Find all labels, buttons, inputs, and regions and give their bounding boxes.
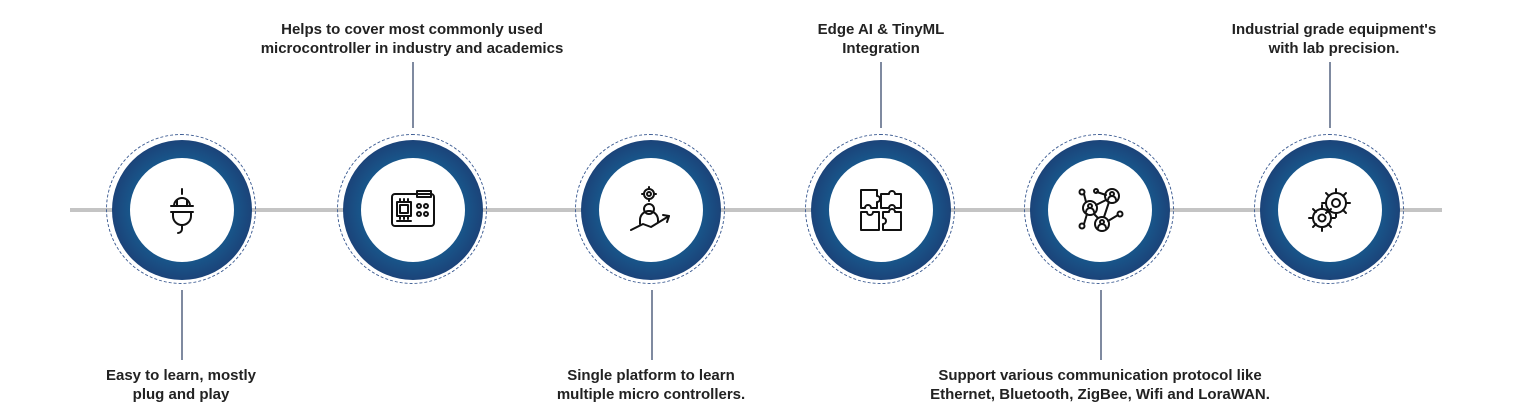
dashed-ring <box>575 134 725 284</box>
label-line: multiple micro controllers. <box>556 386 746 403</box>
inner-circle <box>829 158 933 262</box>
label-line: Single platform to learn <box>567 367 735 384</box>
label-line: plug and play <box>132 386 230 403</box>
inner-circle <box>1048 158 1152 262</box>
connector-line <box>181 290 183 360</box>
feature-label: Industrial grade equipment's with lab pr… <box>1209 20 1459 58</box>
connector-line <box>880 62 882 128</box>
label-line: with lab precision. <box>1268 40 1400 57</box>
label-line: microcontroller in industry and academic… <box>260 40 564 57</box>
feature-label: Single platform to learn multiple micro … <box>521 366 781 404</box>
label-line: Helps to cover most commonly used <box>281 21 543 38</box>
network-icon <box>1078 188 1124 232</box>
label-line: Edge AI & TinyML <box>817 21 945 38</box>
feature-label: Easy to learn, mostly plug and play <box>81 366 281 404</box>
connector-line <box>651 290 653 360</box>
gears-icon <box>1308 188 1351 232</box>
plug-icon <box>170 188 194 234</box>
feature-label: Edge AI & TinyML Integration <box>781 20 981 58</box>
dashed-ring <box>805 134 955 284</box>
connector-line <box>412 62 414 128</box>
inner-circle <box>599 158 703 262</box>
feature-label: Helps to cover most commonly used microc… <box>247 20 577 58</box>
inner-circle <box>361 158 465 262</box>
timeline-line <box>70 208 1442 212</box>
dashed-ring <box>1024 134 1174 284</box>
label-line: Support various communication protocol l… <box>938 367 1262 384</box>
label-line: Easy to learn, mostly <box>105 367 257 384</box>
inner-circle <box>130 158 234 262</box>
label-line: Ethernet, Bluetooth, ZigBee, Wifi and Lo… <box>930 386 1270 403</box>
circuit-board-icon <box>391 190 435 227</box>
connector-line <box>1100 290 1102 360</box>
dashed-ring <box>106 134 256 284</box>
learner-growth-icon <box>630 186 670 231</box>
feature-label: Support various communication protocol l… <box>910 366 1290 404</box>
dashed-ring <box>1254 134 1404 284</box>
label-line: Integration <box>842 40 920 57</box>
connector-line <box>1329 62 1331 128</box>
label-line: Industrial grade equipment's <box>1231 21 1437 38</box>
puzzle-icon <box>860 189 902 231</box>
dashed-ring <box>337 134 487 284</box>
